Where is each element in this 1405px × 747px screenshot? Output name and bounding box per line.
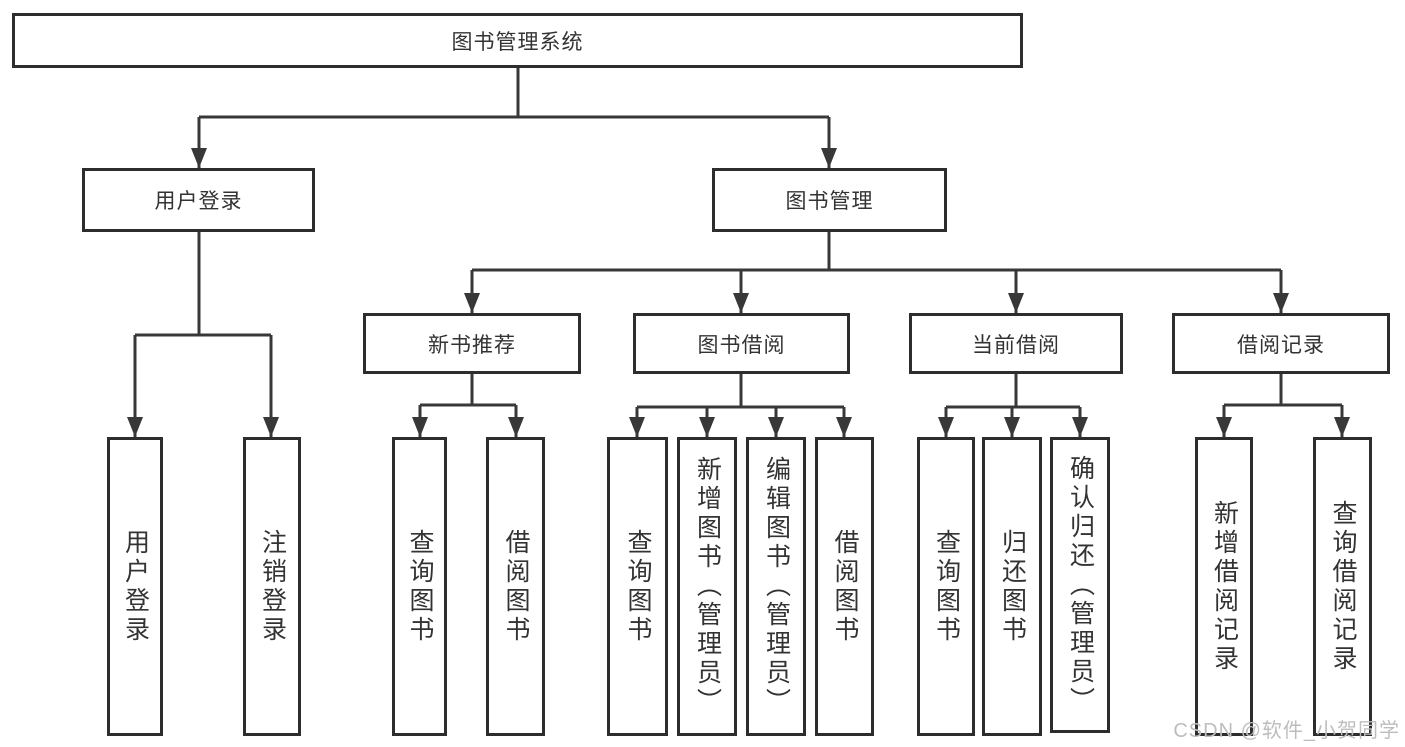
node-new-book-recommend: 新书推荐 <box>363 313 581 374</box>
leaf-recommend-query-book-label: 查询图书 <box>406 528 434 645</box>
node-user-login-label: 用户登录 <box>154 190 243 213</box>
node-book-borrowing-label: 图书借阅 <box>697 333 786 357</box>
node-root: 图书管理系统 <box>12 13 1023 68</box>
leaf-current-confirm-return: 确认归还（管理员） <box>1050 437 1110 733</box>
leaf-records-query-record: 查询借阅记录 <box>1313 437 1372 736</box>
leaf-current-return-book: 归还图书 <box>982 437 1042 736</box>
leaf-recommend-query-book: 查询图书 <box>392 437 447 736</box>
leaf-recommend-borrow-book-label: 借阅图书 <box>502 528 530 645</box>
leaf-borrowing-query-book: 查询图书 <box>607 437 668 736</box>
leaf-current-query-book-label: 查询图书 <box>932 528 961 645</box>
node-root-label: 图书管理系统 <box>451 30 584 54</box>
node-user-login: 用户登录 <box>82 168 315 232</box>
leaf-recommend-borrow-book: 借阅图书 <box>486 437 545 736</box>
node-borrowing-records: 借阅记录 <box>1172 313 1390 374</box>
csdn-watermark: CSDN @软件_小贺同学 <box>1173 720 1400 742</box>
leaf-current-query-book: 查询图书 <box>917 437 975 736</box>
node-current-borrowing: 当前借阅 <box>909 313 1123 374</box>
leaf-borrowing-add-book: 新增图书（管理员） <box>677 437 737 736</box>
leaf-user-login-label: 用户登录 <box>121 528 150 645</box>
leaf-borrowing-query-book-label: 查询图书 <box>624 528 652 645</box>
leaf-borrowing-edit-book-label: 编辑图书（管理员） <box>762 456 791 717</box>
leaf-current-return-book-label: 归还图书 <box>998 528 1027 645</box>
leaf-borrowing-edit-book: 编辑图书（管理员） <box>746 437 806 736</box>
node-book-management: 图书管理 <box>712 168 947 232</box>
node-book-management-label: 图书管理 <box>785 190 874 213</box>
leaf-current-confirm-return-label: 确认归还（管理员） <box>1066 454 1095 716</box>
leaf-logout: 注销登录 <box>243 437 301 736</box>
leaf-user-login: 用户登录 <box>107 437 163 736</box>
leaf-logout-label: 注销登录 <box>258 528 287 645</box>
leaf-borrowing-borrow-book-label: 借阅图书 <box>831 528 859 645</box>
leaf-records-query-record-label: 查询借阅记录 <box>1329 499 1357 674</box>
leaf-records-add-record: 新增借阅记录 <box>1195 437 1253 736</box>
node-borrowing-records-label: 借阅记录 <box>1237 333 1325 357</box>
leaf-borrowing-borrow-book: 借阅图书 <box>815 437 874 736</box>
node-new-book-recommend-label: 新书推荐 <box>428 333 516 357</box>
node-book-borrowing: 图书借阅 <box>633 313 850 374</box>
leaf-records-add-record-label: 新增借阅记录 <box>1210 499 1239 674</box>
node-current-borrowing-label: 当前借阅 <box>972 333 1060 357</box>
leaf-borrowing-add-book-label: 新增图书（管理员） <box>693 456 722 717</box>
